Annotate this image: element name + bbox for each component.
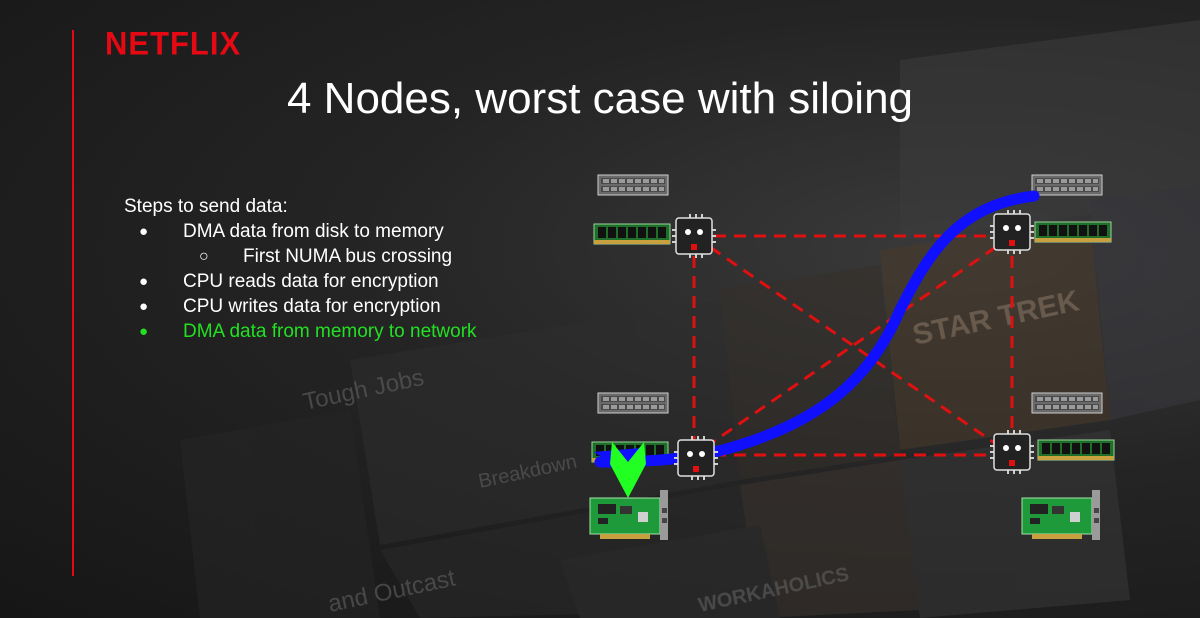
cpu-chip-icon bbox=[989, 429, 1035, 475]
bg-tile bbox=[560, 525, 780, 618]
bg-tile bbox=[350, 300, 740, 545]
step-text: DMA data from memory to network bbox=[183, 321, 477, 342]
network-card-icon bbox=[589, 489, 669, 541]
step-text: CPU reads data for encryption bbox=[183, 271, 439, 292]
bg-tile bbox=[900, 430, 1130, 618]
step-text: First NUMA bus crossing bbox=[243, 246, 453, 267]
steps-list: Steps to send data: ● DMA data from disk… bbox=[124, 194, 477, 344]
bg-tile bbox=[180, 410, 380, 618]
step-item: ● CPU writes data for encryption bbox=[124, 294, 477, 319]
slide-title: 4 Nodes, worst case with siloing bbox=[286, 74, 914, 123]
bg-tile bbox=[900, 20, 1200, 240]
server-icon bbox=[1031, 392, 1103, 414]
dma-arrow bbox=[610, 442, 646, 498]
bullet-icon: ● bbox=[139, 298, 149, 315]
network-card-icon bbox=[1021, 489, 1101, 541]
accent-rule bbox=[72, 30, 74, 576]
cpu-chip-icon bbox=[673, 435, 719, 481]
step-text: DMA data from disk to memory bbox=[183, 221, 444, 242]
bg-tile bbox=[1090, 185, 1200, 420]
hollow-bullet-icon: ○ bbox=[199, 248, 209, 265]
bullet-icon: ● bbox=[139, 223, 149, 240]
server-icon bbox=[1031, 174, 1103, 196]
numa-link-diagonal-b bbox=[693, 234, 1013, 457]
step-item-highlighted: ● DMA data from memory to network bbox=[124, 319, 477, 344]
cpu-chip-icon bbox=[671, 213, 717, 259]
memory-stick-icon bbox=[593, 223, 671, 245]
step-text: CPU writes data for encryption bbox=[183, 296, 441, 317]
bullet-icon: ● bbox=[139, 323, 149, 340]
numa-links bbox=[692, 234, 1014, 457]
memory-stick-icon bbox=[1037, 439, 1115, 461]
step-subitem: ○ First NUMA bus crossing bbox=[124, 244, 477, 269]
numa-link-diagonal-a bbox=[693, 234, 1013, 457]
step-item: ● DMA data from disk to memory bbox=[124, 219, 477, 244]
cpu-chip-icon bbox=[989, 209, 1035, 255]
netflix-logo: NETFLIX bbox=[105, 25, 242, 62]
steps-heading: Steps to send data: bbox=[124, 196, 288, 217]
step-item: ● CPU reads data for encryption bbox=[124, 269, 477, 294]
bg-tile bbox=[740, 460, 920, 618]
memory-stick-icon bbox=[1034, 221, 1112, 243]
server-icon bbox=[597, 392, 669, 414]
bullet-icon: ● bbox=[139, 273, 149, 290]
server-icon bbox=[597, 174, 669, 196]
bg-tile bbox=[720, 265, 900, 480]
